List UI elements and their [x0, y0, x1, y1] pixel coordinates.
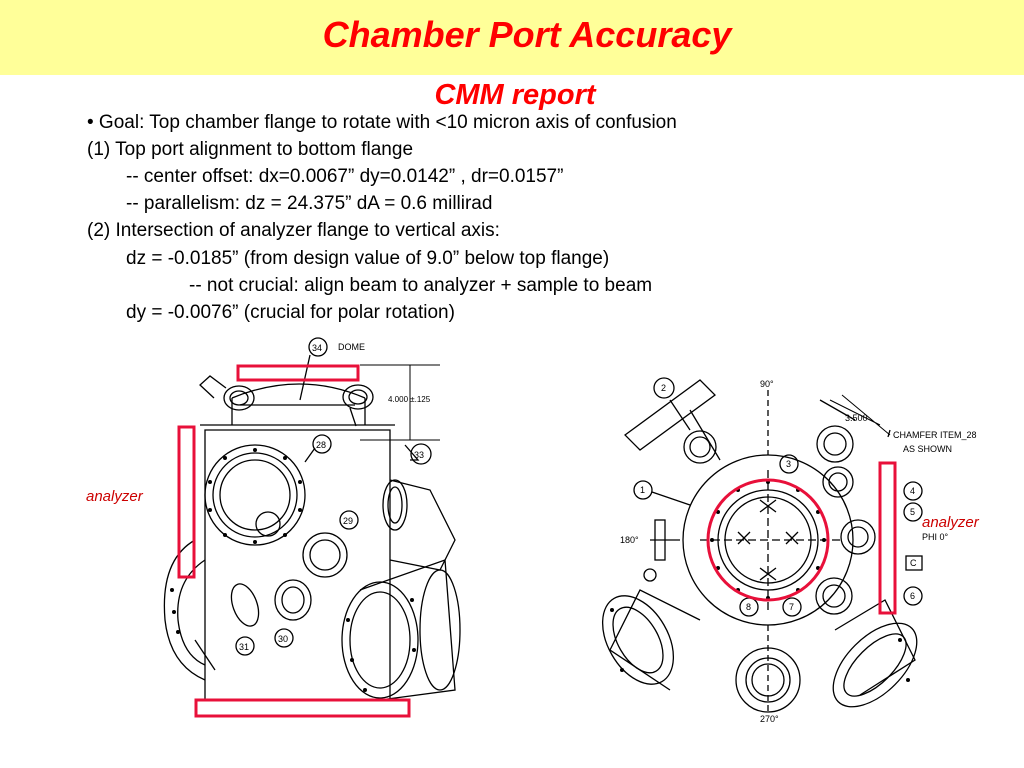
callout-dome: DOME — [338, 342, 365, 352]
callout-34: 34 — [312, 343, 322, 353]
left-analyzer-label: analyzer — [86, 488, 143, 505]
callout-7: 7 — [789, 602, 794, 612]
callout-5: 5 — [910, 507, 915, 517]
label-90: 90° — [760, 379, 774, 389]
label-180: 180° — [620, 535, 639, 545]
slide-subtitle: CMM report — [434, 79, 596, 111]
highlight-marks — [706, 461, 897, 615]
highlight-boxes — [177, 364, 411, 718]
top-port-highlight — [706, 478, 830, 602]
dim-3500: 3.500 — [845, 413, 868, 423]
item-2-heading: (2) Intersection of analyzer flange to v… — [87, 220, 500, 241]
callout-4: 4 — [910, 486, 915, 496]
dy-line: dy = -0.0076” (crucial for polar rotatio… — [126, 302, 455, 323]
bottom-flange-highlight — [194, 698, 411, 718]
title-bar — [0, 0, 1024, 75]
chamber-side-view-drawing: 34 DOME 4.000 ±.125 33 28 29 30 31 — [163, 337, 461, 718]
callout-6: 6 — [910, 591, 915, 601]
callout-28: 28 — [316, 440, 326, 450]
callout-dim: 4.000 ±.125 — [388, 395, 431, 404]
label-phi0: PHI 0° — [922, 532, 949, 542]
callout-c: C — [910, 558, 917, 568]
slide-title: Chamber Port Accuracy — [322, 14, 732, 55]
callout-29: 29 — [343, 516, 353, 526]
callout-31: 31 — [239, 642, 249, 652]
right-analyzer-label: analyzer — [922, 514, 979, 531]
top-flange-highlight — [236, 364, 360, 382]
label-270: 270° — [760, 714, 779, 724]
right-analyzer-highlight — [878, 461, 897, 615]
bolt-holes-top — [610, 480, 910, 682]
callout-1: 1 — [640, 485, 645, 495]
callout-30: 30 — [278, 634, 288, 644]
chamfer-line2: AS SHOWN — [903, 444, 952, 454]
center-offset-line: -- center offset: dx=0.0067” dy=0.0142” … — [126, 166, 564, 187]
chamfer-line1: CHAMFER ITEM_28 — [893, 430, 977, 440]
left-analyzer-highlight — [177, 425, 196, 579]
callout-3: 3 — [786, 459, 791, 469]
callout-8: 8 — [746, 602, 751, 612]
bolt-holes — [170, 448, 416, 692]
goal-line: • Goal: Top chamber flange to rotate wit… — [87, 112, 677, 133]
dz-line: dz = -0.0185” (from design value of 9.0”… — [126, 248, 610, 269]
item-1-heading: (1) Top port alignment to bottom flange — [87, 139, 414, 160]
callout-33: 33 — [414, 450, 424, 460]
parallelism-line: -- parallelism: dz = 24.375” dA = 0.6 mi… — [126, 193, 493, 214]
callout-2: 2 — [661, 383, 666, 393]
chamber-top-view-drawing: 90° 180° 270° PHI 0° 3.500 CHAMFER ITEM_… — [601, 377, 977, 724]
not-crucial-line: -- not crucial: align beam to analyzer +… — [189, 275, 653, 296]
